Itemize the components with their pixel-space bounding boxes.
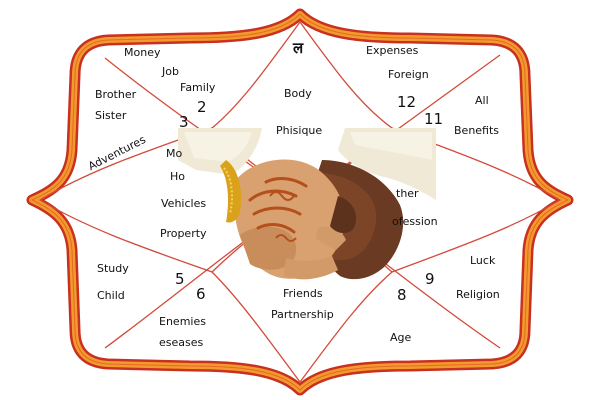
house-4-label-mo: Mo xyxy=(166,147,183,160)
house-1-label-body: Body xyxy=(284,87,312,100)
house-11-number: 11 xyxy=(424,110,444,128)
house-8-number: 8 xyxy=(397,286,407,304)
house-12-number: 12 xyxy=(397,93,417,111)
house-1-label-phisique: Phisique xyxy=(276,124,323,137)
house-9-number: 9 xyxy=(425,270,435,288)
house-4-label-ho: Ho xyxy=(170,170,186,183)
chart-top-glyph: ल xyxy=(293,39,304,57)
house-8-label-age: Age xyxy=(390,331,412,344)
house-3-label-sister: Sister xyxy=(95,109,127,122)
house-12-label-expenses: Expenses xyxy=(366,44,419,57)
house-9-label-religion: Religion xyxy=(456,288,500,301)
house-6-label-enemies: Enemies xyxy=(159,315,206,328)
house-5-label-child: Child xyxy=(97,289,125,302)
house-10-label-father: ther xyxy=(396,187,419,200)
house-5-label-study: Study xyxy=(97,262,129,275)
clasped-hands-image xyxy=(178,128,436,280)
house-4-label-vehicles: Vehicles xyxy=(161,197,207,210)
house-11-label-all: All xyxy=(475,94,489,107)
house-3-label-brother: Brother xyxy=(95,88,137,101)
house-6-number: 6 xyxy=(196,285,206,303)
house-3-number: 3 xyxy=(179,113,189,131)
house-11-label-benefits: Benefits xyxy=(454,124,500,137)
house-12-label-foreign: Foreign xyxy=(388,68,429,81)
house-2-label-job: Job xyxy=(162,65,179,78)
house-9-label-luck: Luck xyxy=(470,254,496,267)
house-2-label-money: Money xyxy=(124,46,161,59)
house-7-label-partnership: Partnership xyxy=(271,308,334,321)
house-5-number: 5 xyxy=(175,270,185,288)
house-10-label-profession: ofession xyxy=(392,215,438,228)
house-6-label-diseases: eseases xyxy=(159,336,204,349)
house-2-label-family: Family xyxy=(180,81,216,94)
house-2-number: 2 xyxy=(197,98,207,116)
house-4-label-property: Property xyxy=(160,227,207,240)
house-7-label-friends: Friends xyxy=(283,287,323,300)
